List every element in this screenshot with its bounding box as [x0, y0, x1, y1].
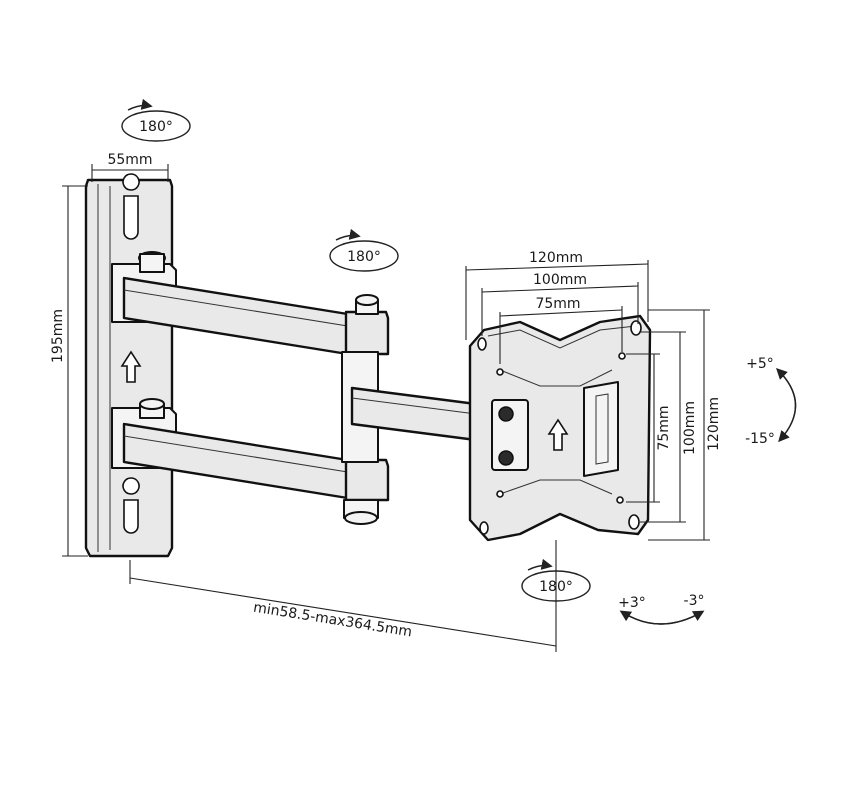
rotation-mid-icon: [329, 228, 399, 272]
rotation-top-label: 180°: [139, 119, 173, 135]
wall-height-label: 195mm: [50, 309, 66, 363]
vesa-h75-label: 75mm: [656, 405, 672, 450]
vesa-up-arrow-icon: [547, 418, 569, 451]
tilt-up-label: +5°: [746, 356, 774, 372]
vesa-w100-label: 100mm: [533, 272, 587, 288]
dim-vesa-widths: [465, 260, 649, 364]
swivel-right-label: -3°: [684, 593, 705, 609]
vesa-w75-label: 75mm: [535, 296, 580, 312]
swivel-left-label: +3°: [618, 595, 646, 611]
rotation-top-icon: [121, 98, 191, 142]
lower-arm: [111, 398, 390, 525]
dim-195mm: [62, 185, 88, 557]
dim-55mm: [91, 164, 169, 182]
keyhole-top-icon: [122, 173, 140, 240]
center-post: [341, 351, 478, 463]
tilt-down-label: -15°: [745, 431, 775, 447]
rotation-mid-label: 180°: [347, 249, 381, 265]
dim-extension: [129, 540, 557, 652]
wall-width-label: 55mm: [107, 152, 152, 168]
wall-plate: [84, 173, 174, 558]
keyhole-bottom-icon: [122, 477, 140, 534]
upper-arm: [111, 251, 390, 358]
rotation-bottom-icon: [521, 558, 591, 602]
rotation-bottom-label: 180°: [539, 579, 573, 595]
swivel-arc-icon: [619, 610, 705, 625]
dim-vesa-heights: [626, 309, 710, 541]
tilt-arc-icon: [776, 368, 797, 443]
up-arrow-icon: [120, 350, 142, 383]
extension-label: min58.5-max364.5mm: [252, 600, 413, 641]
vesa-h100-label: 100mm: [682, 401, 698, 455]
vesa-plate: [468, 314, 652, 542]
vesa-h120-label: 120mm: [706, 397, 722, 451]
vesa-w120-label: 120mm: [529, 250, 583, 266]
